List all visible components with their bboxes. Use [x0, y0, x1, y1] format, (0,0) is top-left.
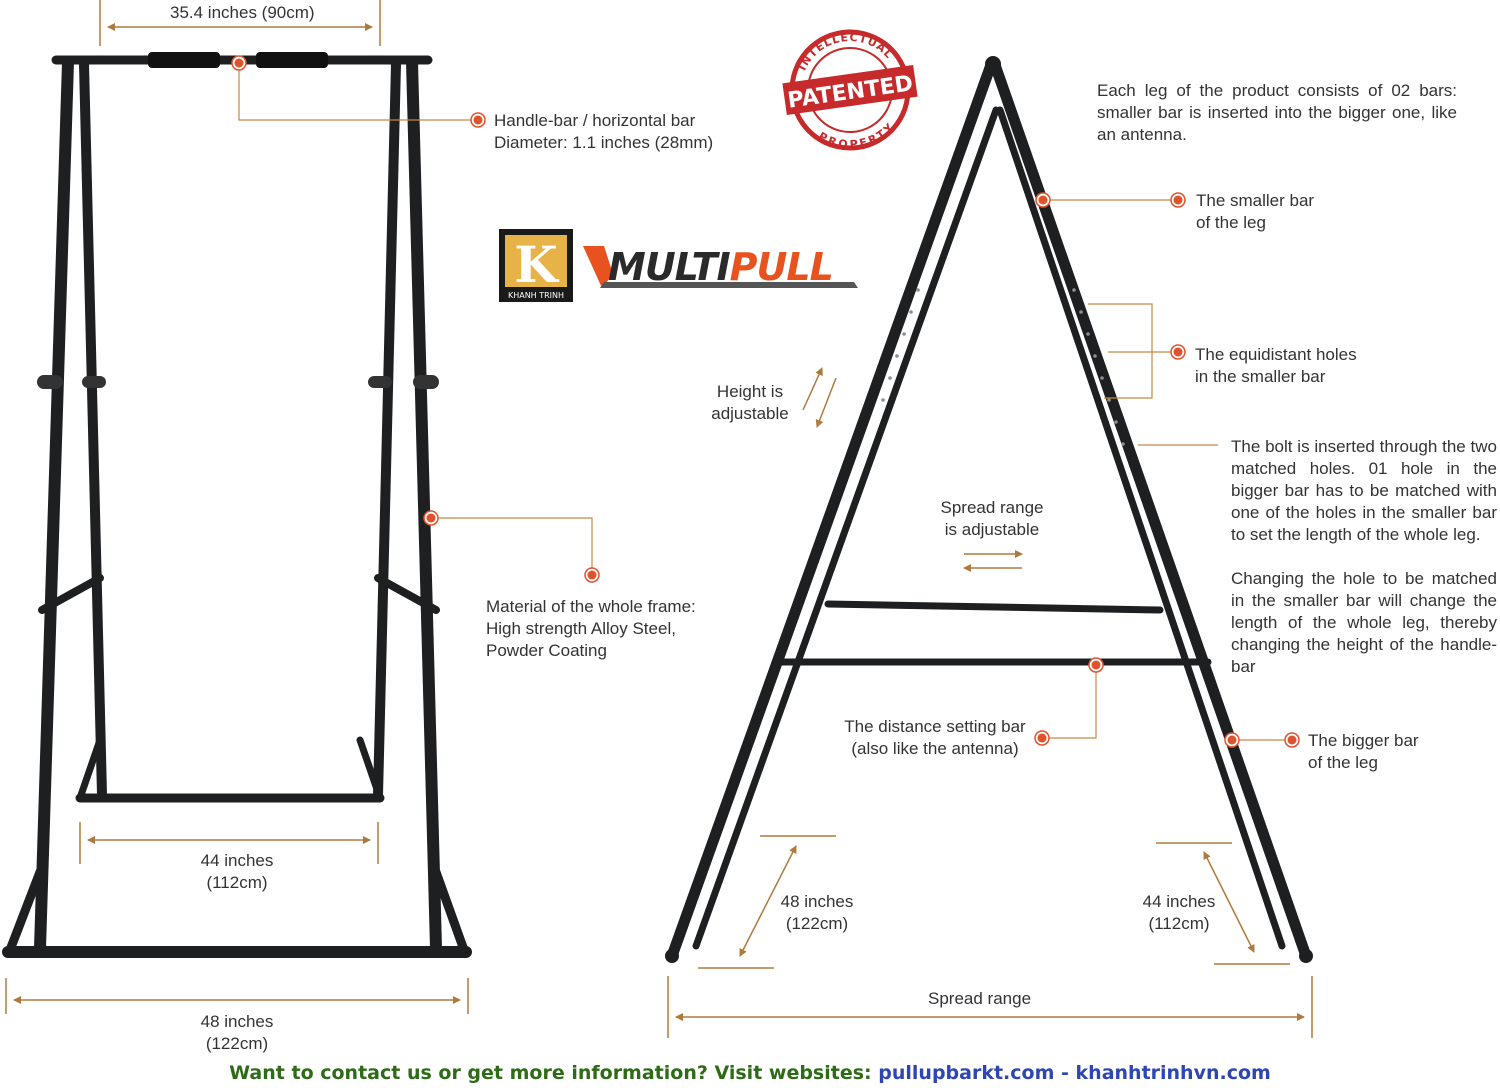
dot-handle-bar — [231, 55, 247, 71]
multipull-logo: MULTIPULL — [583, 245, 858, 289]
changing-text: Changing the hole to be matched in the s… — [1231, 569, 1497, 676]
upper-spread-bar — [824, 600, 1164, 614]
a-leg-left-inner — [692, 106, 1000, 950]
brand-badge: K KHANH TRINH — [499, 229, 573, 302]
footer-separator: - — [1061, 1062, 1069, 1084]
handle-grip-right — [256, 52, 328, 68]
dot-bigger-bar — [1224, 732, 1240, 748]
side-frame — [665, 56, 1313, 963]
badge-caption: KHANH TRINH — [508, 291, 564, 300]
dot-smaller-bar-label — [1170, 192, 1186, 208]
bolt-text: The bolt is inserted through the two mat… — [1231, 437, 1497, 544]
dot-distance-label — [1034, 730, 1050, 746]
brand-multi: MULTI — [608, 245, 731, 289]
holes-label: The equidistant holes in the smaller bar — [1195, 345, 1357, 386]
outer-leg-left — [34, 56, 74, 954]
material-label: Material of the whole frame: High streng… — [486, 597, 696, 660]
dot-bigger-bar-label — [1284, 732, 1300, 748]
hole-dots — [881, 288, 1125, 446]
footer-prefix: Want to contact us or get more informati… — [229, 1062, 872, 1084]
bigger-bar-label: The bigger bar of the leg — [1308, 731, 1419, 772]
dot-smaller-bar — [1035, 192, 1051, 208]
handle-grip-left — [148, 52, 220, 68]
dot-material-label — [584, 567, 600, 583]
inner-leg-left — [79, 59, 107, 800]
footer-link-2[interactable]: khanhtrinhvn.com — [1075, 1062, 1271, 1084]
inner-width-label: 44 inches (112cm) — [200, 851, 274, 892]
dot-holes-label — [1170, 344, 1186, 360]
dimension-lines — [5, 0, 1313, 1038]
callout-dots — [231, 55, 1300, 748]
distance-bar-label: The distance setting bar (also like the … — [844, 717, 1026, 758]
right-leg-length-label: 44 inches (112cm) — [1142, 892, 1216, 933]
spread-adjustable-label: Spread range is adjustable — [940, 498, 1044, 539]
a-leg-right-inner — [996, 106, 1286, 950]
smaller-bar-label: The smaller bar of the leg — [1196, 191, 1315, 232]
inner-leg-right — [373, 59, 401, 800]
front-frame — [2, 52, 472, 958]
leader-lines — [238, 64, 1292, 741]
footer-link-1[interactable]: pullupbarkt.com — [878, 1062, 1055, 1084]
dot-frame — [423, 510, 439, 526]
svg-text:MULTIPULL: MULTIPULL — [608, 245, 833, 289]
left-leg-length-label: 48 inches (122cm) — [780, 892, 854, 933]
patented-stamp: INTELLECTUAL PROPERTY PATENTED — [782, 24, 918, 156]
outer-leg-right — [406, 56, 442, 954]
brace-right — [374, 574, 440, 614]
spread-range-label: Spread range — [928, 989, 1032, 1008]
base-width-label: 48 inches (122cm) — [200, 1012, 274, 1053]
dot-handle-label — [470, 112, 486, 128]
handle-bar-label: Handle-bar / horizontal bar Diameter: 1.… — [494, 111, 714, 152]
badge-letter: K — [514, 235, 559, 294]
dot-distance-bar — [1088, 657, 1104, 673]
height-adjustable-label: Height is adjustable — [711, 382, 789, 423]
a-leg-left-outer — [666, 56, 998, 962]
brand-pull: PULL — [730, 245, 833, 289]
top-width-label: 35.4 inches (90cm) — [170, 3, 315, 22]
a-leg-right-outer — [988, 56, 1312, 962]
leg-intro-text: Each leg of the product consists of 02 b… — [1097, 81, 1457, 144]
brace-left — [38, 574, 104, 614]
footer-contact: Want to contact us or get more informati… — [0, 1061, 1500, 1085]
